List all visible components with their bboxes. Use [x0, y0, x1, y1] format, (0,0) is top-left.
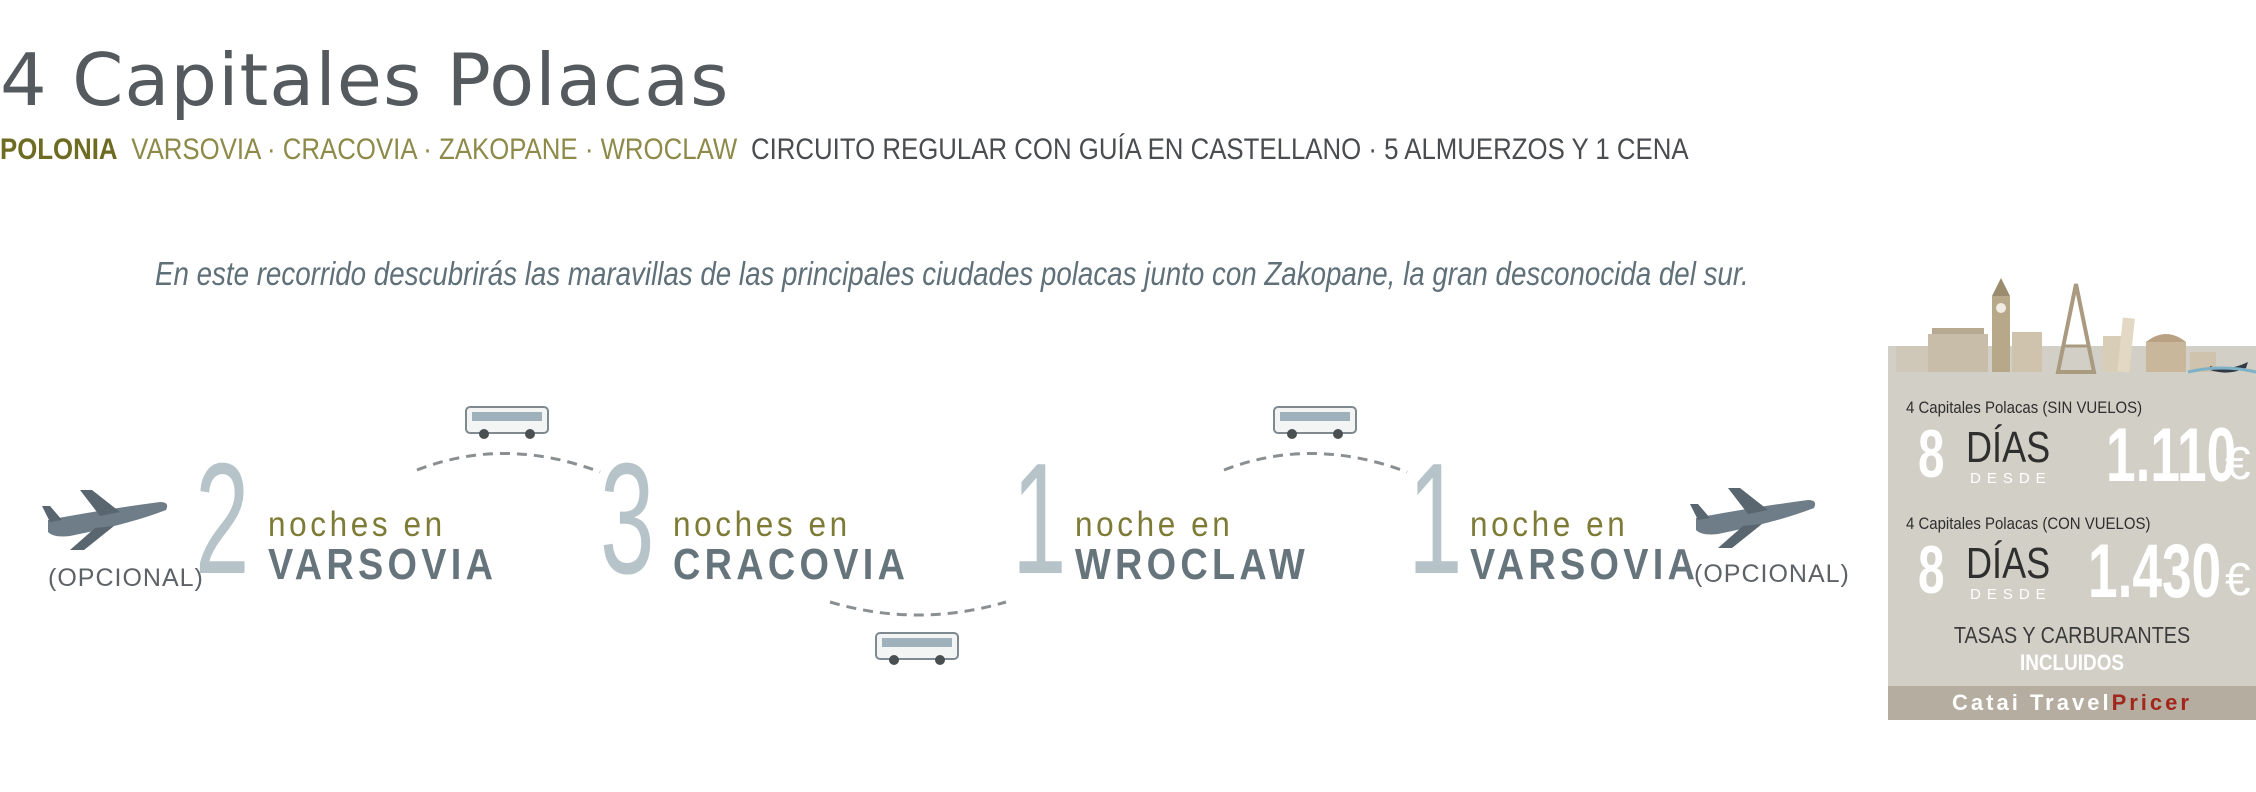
- days-number: 8: [1918, 416, 1945, 492]
- currency-symbol: €: [2225, 437, 2251, 489]
- nights-number: 2: [195, 431, 250, 607]
- currency-symbol: €: [2225, 553, 2251, 605]
- city-label: WROCLAW: [1075, 540, 1309, 589]
- country-label: POLONIA: [0, 133, 118, 166]
- price-value: 1.430: [2088, 529, 2222, 614]
- route-arc: [416, 452, 601, 474]
- route-arc: [829, 600, 1007, 617]
- nights-number: 1: [1408, 431, 1463, 607]
- city-label: VARSOVIA: [1470, 540, 1700, 589]
- nights-number: 3: [600, 431, 655, 607]
- nights-label: noches en: [268, 505, 446, 544]
- days-label: DÍAS: [1966, 539, 2051, 588]
- days-label: DÍAS: [1966, 423, 2051, 472]
- taxes-included-label: INCLUIDOS: [2019, 650, 2125, 675]
- optional-end-label: (OPCIONAL): [1694, 560, 1850, 588]
- nights-number: 1: [1012, 431, 1067, 607]
- cities-label: VARSOVIA · CRACOVIA · ZAKOPANE · WROCLAW: [131, 133, 738, 166]
- from-label: DESDE: [1970, 586, 2052, 603]
- skyline-illustration: [1888, 276, 2256, 381]
- taxes-label: TASAS Y CARBURANTES: [1953, 622, 2191, 648]
- brand-footer: Catai TravelPricer: [1888, 686, 2256, 720]
- nights-label: noche en: [1075, 505, 1234, 544]
- days-number: 8: [1918, 532, 1945, 608]
- route-arc: [1223, 452, 1408, 474]
- intro-text: En este recorrido descubrirás las maravi…: [155, 255, 1749, 292]
- nights-label: noche en: [1470, 505, 1629, 544]
- subtitle-line: POLONIA VARSOVIA · CRACOVIA · ZAKOPANE · …: [0, 133, 1689, 167]
- brand-name: Catai Travel: [1952, 690, 2112, 715]
- price-value: 1.110: [2106, 413, 2237, 498]
- bus-icon: [1272, 404, 1358, 445]
- airplane-icon: [40, 480, 170, 555]
- bus-icon: [464, 404, 550, 445]
- airplane-icon: [1688, 478, 1818, 553]
- page-title: 4 Capitales Polacas: [0, 38, 730, 122]
- price-option-title: 4 Capitales Polacas (CON VUELOS): [1906, 514, 2151, 533]
- tour-info: CIRCUITO REGULAR CON GUÍA EN CASTELLANO …: [750, 133, 1689, 166]
- bus-icon: [874, 630, 960, 671]
- city-label: VARSOVIA: [268, 540, 498, 589]
- brand-name-accent: Pricer: [2111, 690, 2192, 715]
- city-label: CRACOVIA: [673, 540, 910, 589]
- nights-label: noches en: [673, 505, 851, 544]
- price-panel: [1888, 372, 2256, 720]
- price-option-title: 4 Capitales Polacas (SIN VUELOS): [1906, 398, 2143, 417]
- from-label: DESDE: [1970, 470, 2052, 487]
- optional-start-label: (OPCIONAL): [48, 564, 204, 592]
